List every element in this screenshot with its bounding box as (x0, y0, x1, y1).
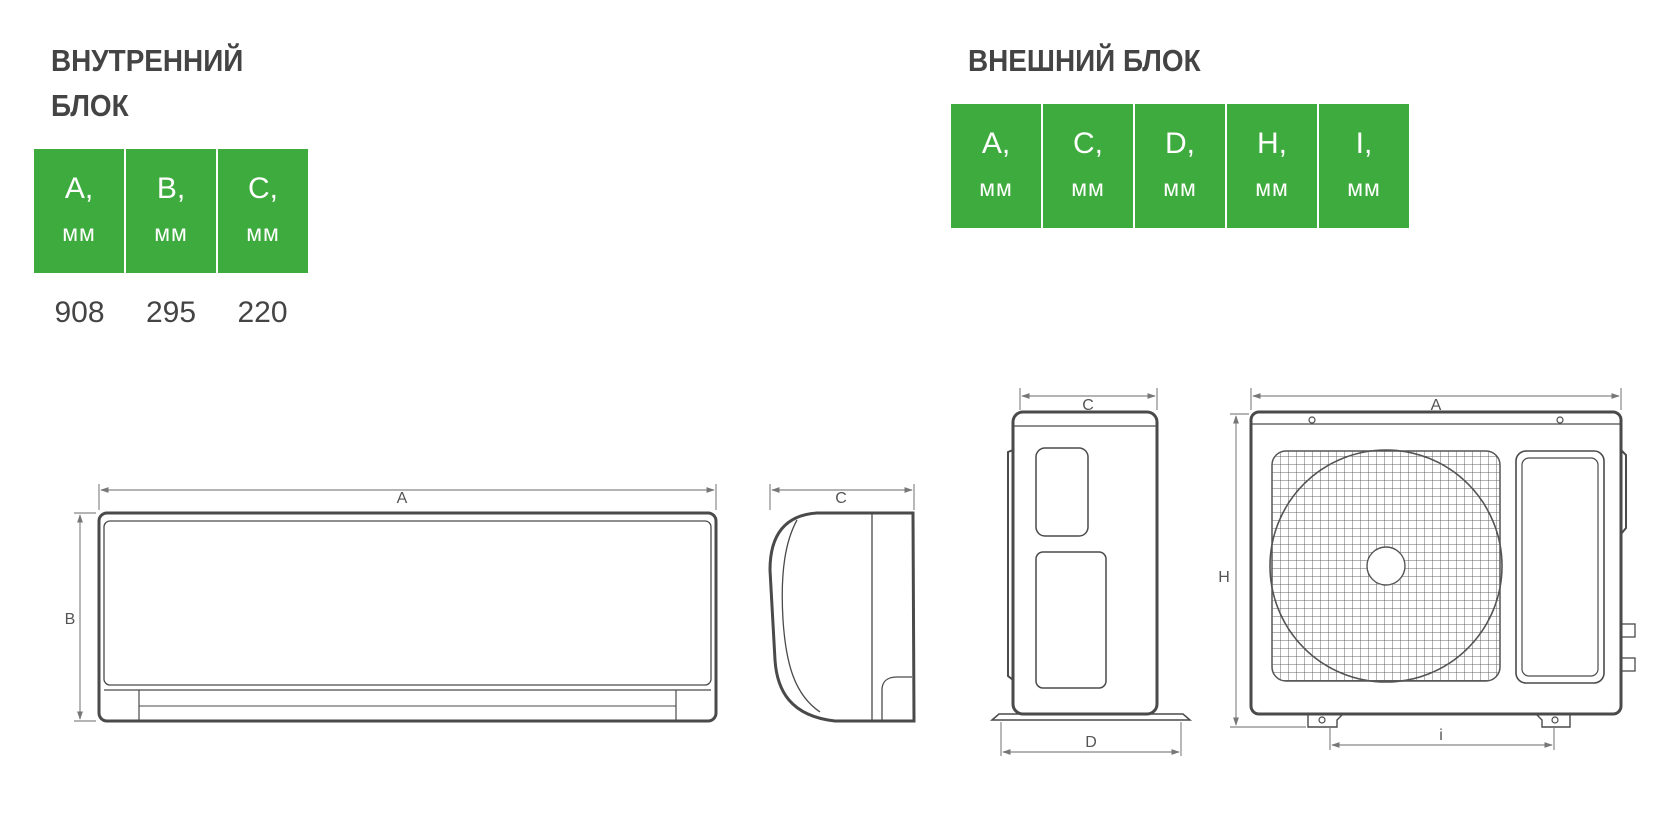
indoor-unit-title: ВНУТРЕННИЙ БЛОК (51, 38, 243, 128)
indoor-value-c: 220 (237, 296, 288, 329)
indoor-header-a: A, мм (34, 149, 126, 273)
indoor-value-b: 295 (145, 296, 197, 329)
indoor-header-c: C, мм (217, 149, 308, 273)
header-letter: C, (248, 172, 278, 205)
header-unit: мм (1255, 175, 1289, 201)
header-unit: мм (246, 220, 280, 246)
header-unit: мм (1163, 175, 1197, 201)
indoor-header-b: B, мм (125, 149, 218, 273)
indoor-title-line1: ВНУТРЕННИЙ (51, 43, 244, 78)
outdoor-header-i: I, мм (1318, 104, 1409, 228)
indoor-front-width-label: A (397, 490, 408, 507)
outdoor-header-row: A, мм C, мм D, мм H, мм I, мм (951, 104, 1409, 228)
indoor-dimensions-table: A, мм B, мм C, мм 908 295 220 (34, 149, 308, 353)
outdoor-header-d: D, мм (1134, 104, 1227, 228)
header-letter: C, (1073, 127, 1103, 160)
indoor-values-row: 908 295 220 (34, 273, 308, 353)
header-unit: мм (1071, 175, 1105, 201)
header-letter: A, (981, 127, 1011, 160)
indoor-front-view: A B (65, 484, 718, 723)
header-letter: I, (1355, 127, 1373, 160)
header-unit: мм (979, 175, 1013, 201)
indoor-title-line2: БЛОК (51, 88, 129, 123)
indoor-value-a: 908 (54, 296, 105, 329)
outdoor-side-depth-label: C (1082, 397, 1094, 414)
outdoor-front-height-label: H (1218, 569, 1230, 586)
header-unit: мм (62, 220, 96, 246)
outdoor-header-c: C, мм (1042, 104, 1135, 228)
indoor-side-view: C (768, 484, 916, 723)
outdoor-header-h: H, мм (1226, 104, 1319, 228)
header-unit: мм (154, 220, 188, 246)
outdoor-front-view: A H i (1218, 388, 1636, 750)
header-letter: B, (156, 172, 186, 205)
header-unit: мм (1347, 175, 1381, 201)
indoor-front-height-label: B (65, 611, 76, 628)
outdoor-header-a: A, мм (951, 104, 1043, 228)
header-letter: A, (64, 172, 94, 205)
header-letter: D, (1165, 127, 1195, 160)
outdoor-side-view: C D (989, 388, 1193, 756)
outdoor-front-width-label: A (1431, 397, 1442, 414)
header-letter: H, (1257, 127, 1287, 160)
indoor-header-row: A, мм B, мм C, мм (34, 149, 308, 273)
indoor-side-depth-label: C (835, 490, 847, 507)
outdoor-front-feet-label: i (1439, 727, 1443, 744)
outdoor-dimensions-table: A, мм C, мм D, мм H, мм I, мм (951, 104, 1409, 228)
outdoor-unit-title: ВНЕШНИЙ БЛОК (968, 43, 1201, 78)
outdoor-side-base-label: D (1085, 734, 1097, 751)
